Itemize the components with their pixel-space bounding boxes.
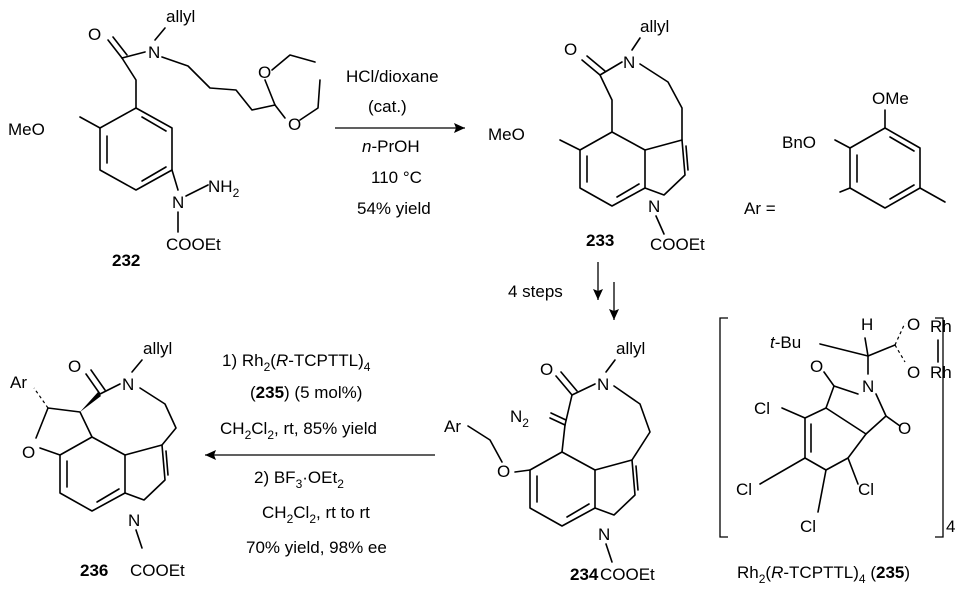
- rhodium-1: Rh: [930, 317, 952, 336]
- reaction-arrow-1: HCl/dioxane (cat.) n-PrOH 110 °C 54% yie…: [335, 67, 465, 218]
- carboxylate-oxygen-2: O: [907, 363, 920, 382]
- chlorine-4: Cl: [800, 517, 816, 536]
- furan-oxygen: O: [22, 443, 35, 462]
- methoxy-label: MeO: [488, 125, 525, 144]
- reaction-arrow-2: 4 steps: [508, 262, 619, 320]
- catalyst-235: 4 t-Bu H O O Rh Rh N O O Cl Cl Cl Cl Rh2…: [719, 315, 955, 586]
- compound-236: N COOEt O Ar O N allyl 236: [10, 339, 185, 580]
- compound-number-234: 234: [570, 565, 599, 584]
- imide-nitrogen: N: [862, 377, 874, 396]
- ar-label: Ar =: [744, 199, 776, 218]
- benzyloxy-label: BnO: [782, 133, 816, 152]
- aryl-label: Ar: [444, 417, 461, 436]
- indole-nitrogen: N: [648, 197, 660, 216]
- imide-oxygen-2: O: [898, 419, 911, 438]
- carbonyl-oxygen: O: [540, 360, 553, 379]
- step1-temperature: 110 °C: [371, 168, 422, 187]
- step3-line1: 1) Rh2(R-TCPTTL)4: [222, 351, 371, 374]
- allyl-label: allyl: [143, 339, 172, 358]
- carbonyl-oxygen: O: [68, 357, 81, 376]
- methoxy-label: OMe: [872, 89, 909, 108]
- step3-line6: 70% yield, 98% ee: [246, 538, 387, 557]
- ester-label: COOEt: [600, 565, 655, 584]
- dimer-subscript: 4: [946, 517, 955, 536]
- chlorine-2: Cl: [736, 480, 752, 499]
- ester-label: COOEt: [166, 235, 221, 254]
- step1-solvent: n-PrOH: [362, 137, 420, 156]
- amide-nitrogen: N: [623, 53, 635, 72]
- amide-nitrogen: N: [122, 375, 134, 394]
- amide-nitrogen: N: [597, 375, 609, 394]
- aryl-label: Ar: [10, 373, 27, 392]
- compound-233: N COOEt MeO O N allyl 233: [488, 17, 705, 254]
- allyl-label: allyl: [640, 17, 669, 36]
- step1-reagent: HCl/dioxane: [346, 67, 439, 86]
- compound-number-236: 236: [80, 561, 108, 580]
- methoxy-label: MeO: [8, 120, 45, 139]
- compound-232: MeO O N allyl O O N NH2 COOEt 232: [8, 7, 321, 270]
- step3-line5: CH2Cl2, rt to rt: [262, 503, 370, 526]
- chlorine-3: Cl: [858, 480, 874, 499]
- hydrazine-nitrogen: N: [172, 193, 184, 212]
- allyl-label: allyl: [166, 7, 195, 26]
- step1-yield: 54% yield: [357, 199, 431, 218]
- acetal-oxygen-1: O: [258, 63, 271, 82]
- step3-line4: 2) BF3·OEt2: [254, 468, 344, 491]
- indole-nitrogen: N: [598, 525, 610, 544]
- imide-oxygen-1: O: [810, 357, 823, 376]
- allyl-label: allyl: [616, 339, 645, 358]
- ar-definition: Ar = BnO OMe: [744, 89, 946, 218]
- reaction-arrow-3: 1) Rh2(R-TCPTTL)4 (235) (5 mol%) CH2Cl2,…: [205, 351, 435, 557]
- rhodium-2: Rh: [930, 363, 952, 382]
- ester-label: COOEt: [650, 235, 705, 254]
- step3-line2: (235) (5 mol%): [250, 383, 362, 402]
- ether-oxygen: O: [497, 462, 510, 481]
- ester-label: COOEt: [130, 561, 185, 580]
- nh2-label: NH2: [208, 177, 240, 200]
- diazo-label: N2: [510, 407, 529, 430]
- indole-nitrogen: N: [128, 511, 140, 530]
- compound-number-233: 233: [586, 231, 614, 250]
- step3-line3: CH2Cl2, rt, 85% yield: [220, 419, 377, 442]
- catalyst-name: Rh2(R-TCPTTL)4 (235): [737, 563, 910, 586]
- h-label: H: [861, 315, 873, 334]
- compound-number-232: 232: [112, 251, 140, 270]
- step2-label: 4 steps: [508, 282, 563, 301]
- compound-234: N COOEt O Ar N2 O N allyl 234: [444, 339, 655, 584]
- carboxylate-oxygen-1: O: [907, 315, 920, 334]
- carbonyl-oxygen: O: [564, 40, 577, 59]
- tbu-label: t-Bu: [770, 333, 801, 352]
- acetal-oxygen-2: O: [288, 115, 301, 134]
- chlorine-1: Cl: [754, 399, 770, 418]
- amide-nitrogen: N: [148, 43, 160, 62]
- step1-catalytic: (cat.): [368, 97, 407, 116]
- carbonyl-oxygen: O: [88, 25, 101, 44]
